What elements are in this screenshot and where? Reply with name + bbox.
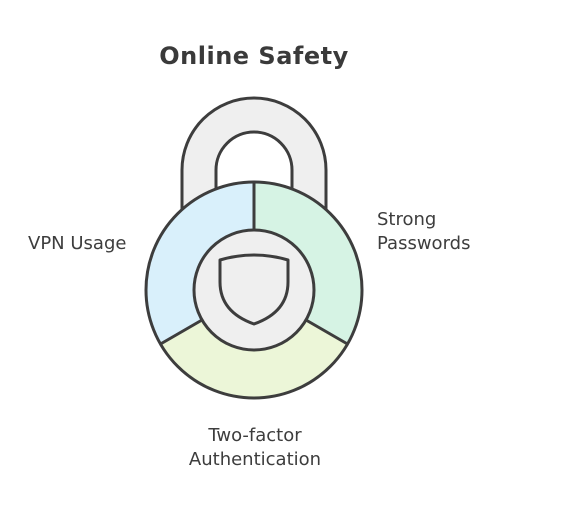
shackle-outline-outer (180, 96, 328, 217)
label-vpn-line-1: VPN Usage (28, 233, 127, 254)
label-two-factor-line-1: Two-factor (208, 425, 302, 446)
label-vpn-usage: VPN Usage (28, 232, 126, 256)
label-strong-passwords: Strong Passwords (377, 208, 470, 256)
divider-right (305, 318, 349, 346)
label-passwords-line-2: Passwords (377, 233, 471, 254)
label-two-factor-authentication: Two-factor Authentication (160, 424, 350, 472)
shackle-outline-inner (214, 130, 294, 217)
label-two-factor-line-2: Authentication (188, 449, 322, 470)
padlock-icon (144, 180, 364, 400)
label-passwords-line-1: Strong (377, 209, 437, 230)
shield-icon (218, 253, 290, 326)
divider-left (159, 318, 203, 346)
diagram-title: Online Safety (159, 42, 349, 70)
